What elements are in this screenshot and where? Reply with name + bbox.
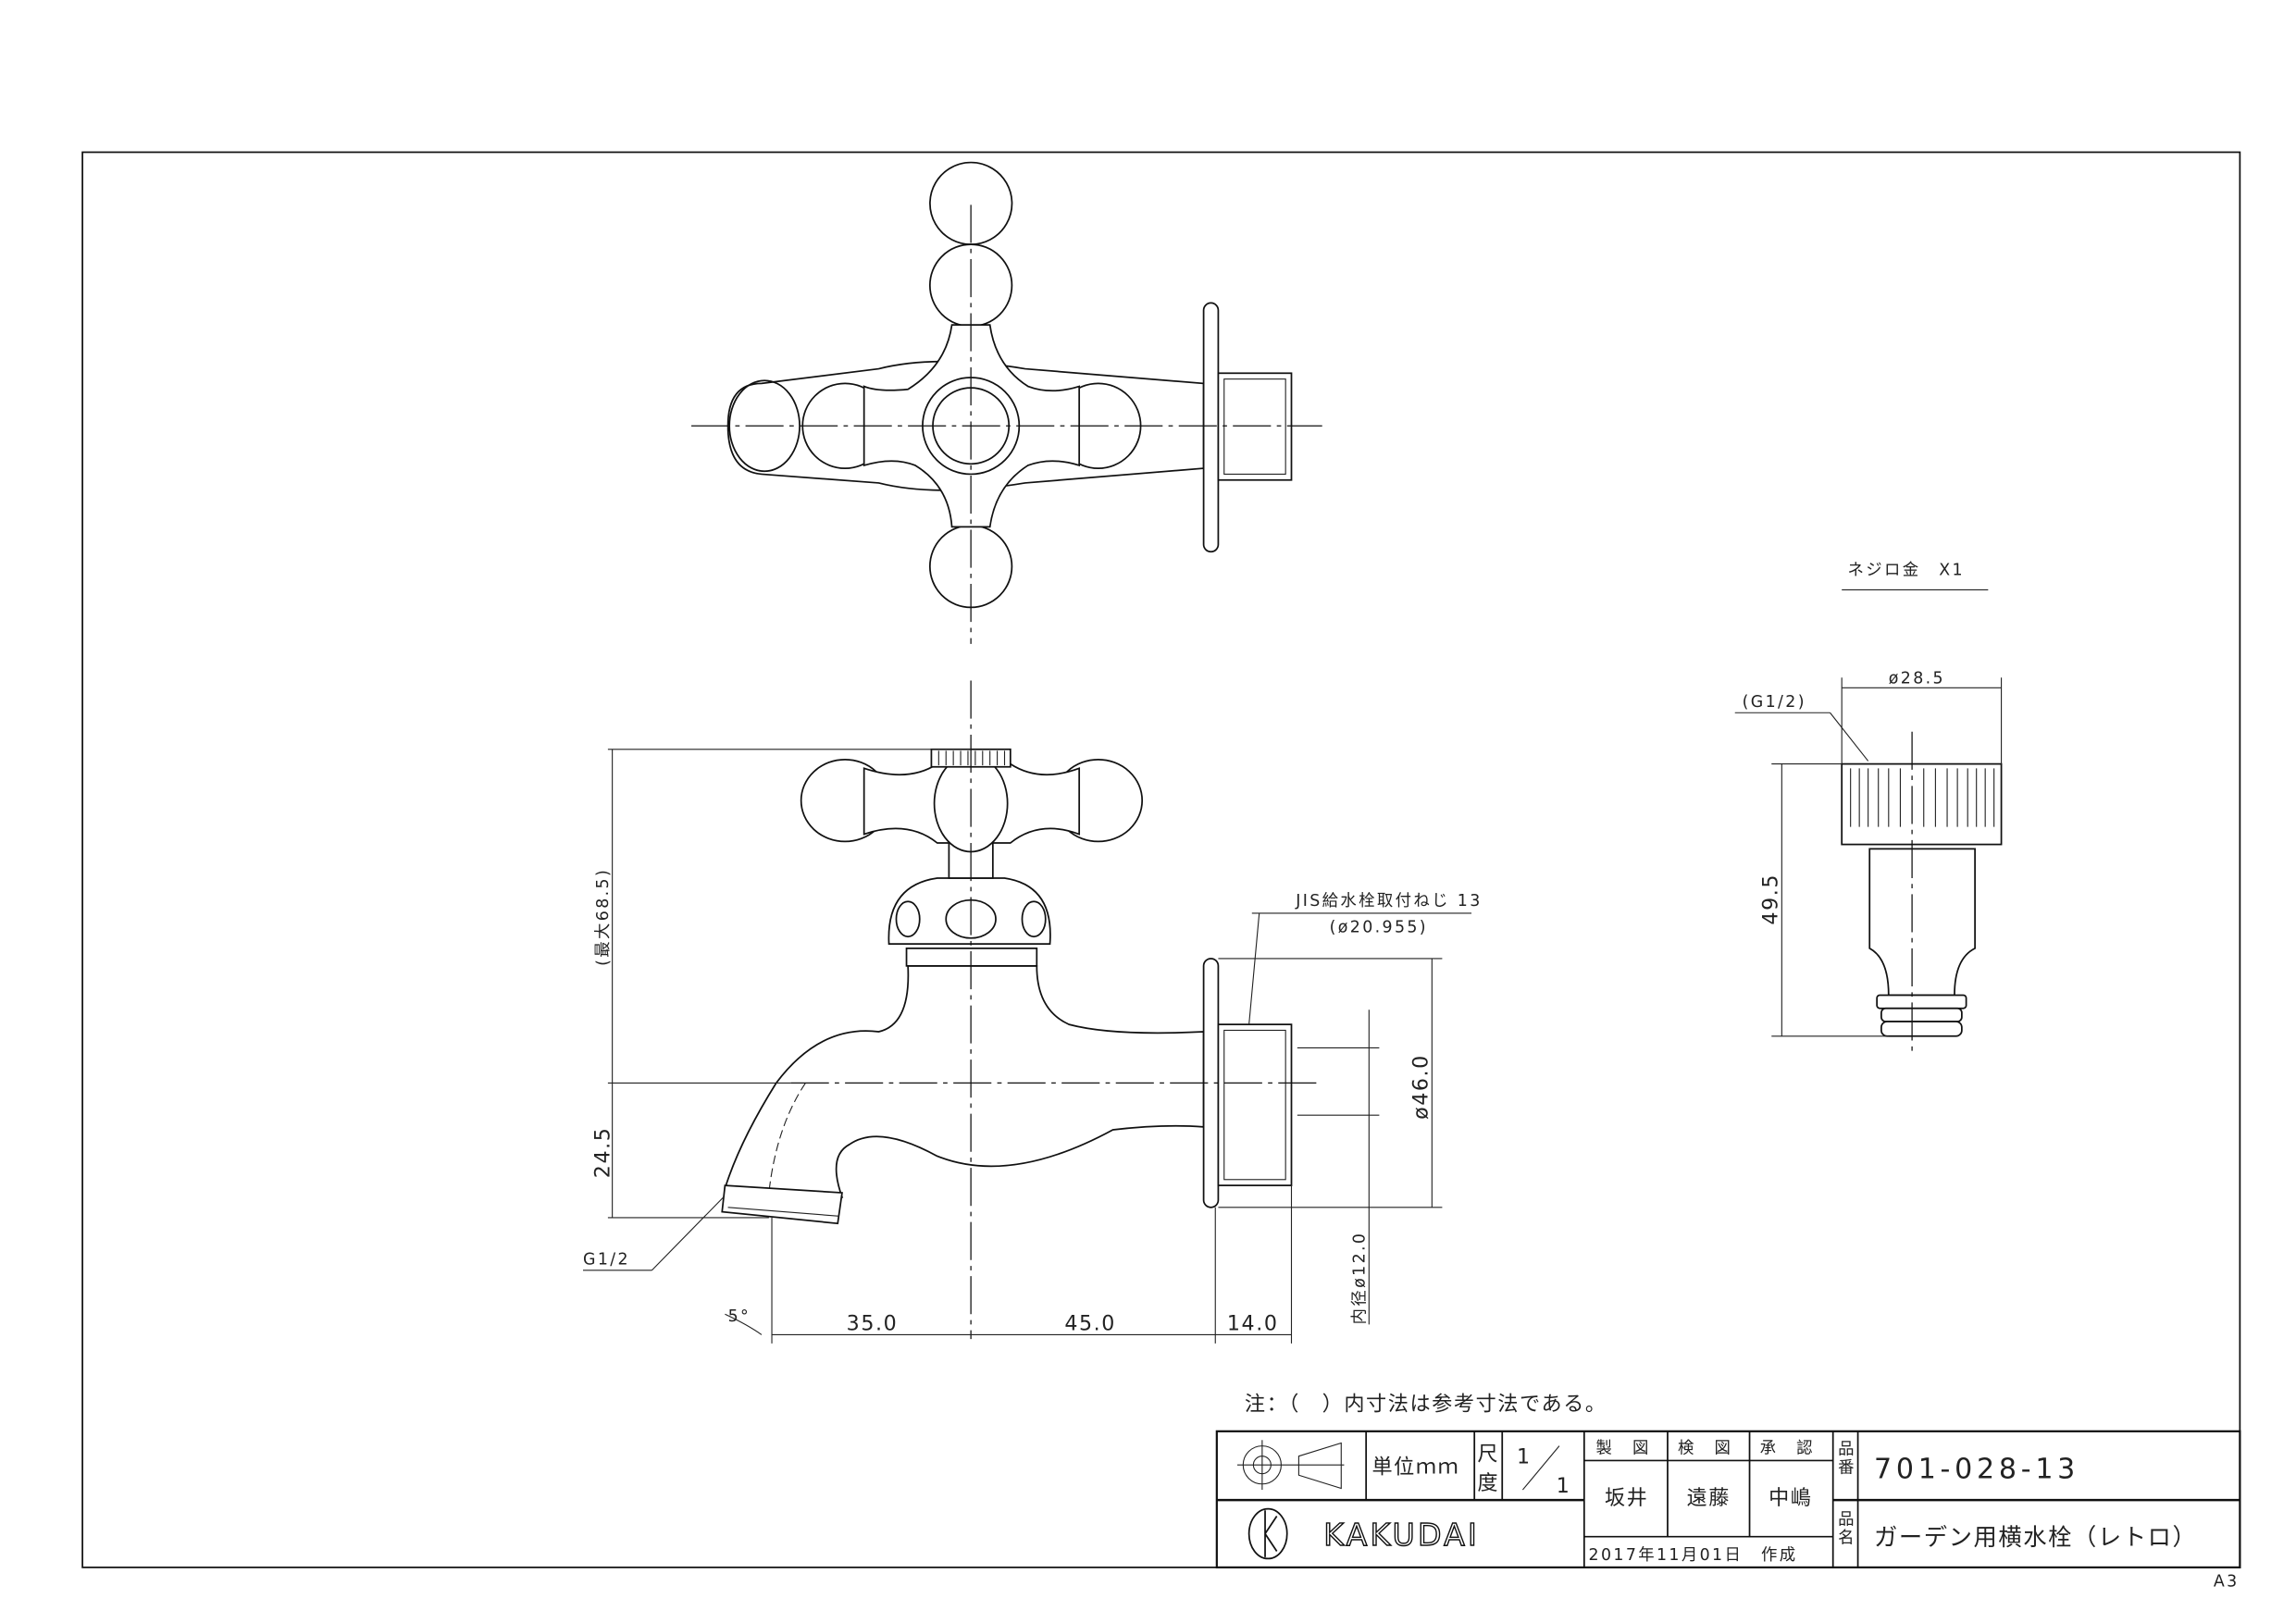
- scale-numerator: 1: [1517, 1445, 1532, 1469]
- drawing-note: 注：（ ）内寸法は参考寸法である。: [1245, 1393, 1607, 1417]
- drafted-by: 坂井: [1605, 1486, 1648, 1510]
- checked-by: 遠藤: [1687, 1486, 1731, 1510]
- title-block: 単位ｍｍ 尺 度 1 1 製 図 検 図 承 認 坂井 遠藤 中嶋 2017年1…: [1215, 1430, 2241, 1569]
- dim-angle: 5°: [728, 1307, 751, 1326]
- faucet-side-view: [721, 680, 1322, 1340]
- dim-acc-thread: (G1/2): [1743, 693, 1806, 712]
- drafted-label: 製 図: [1595, 1440, 1650, 1458]
- faucet-top-view: [691, 161, 1322, 644]
- checked-label: 検 図: [1678, 1440, 1732, 1458]
- approved-label: 承 認: [1760, 1440, 1815, 1458]
- unit-label: 単位ｍｍ: [1371, 1456, 1459, 1480]
- scale-label-2: 度: [1477, 1471, 1499, 1495]
- created-date: 2017年11月01日 作成: [1589, 1546, 1798, 1565]
- dim-spout-thread: G1/2: [583, 1251, 630, 1270]
- dim-spout-drop: 24.5: [590, 1127, 614, 1179]
- svg-text:KAKUDAI: KAKUDAI: [1323, 1517, 1480, 1553]
- dim-len-a: 35.0: [847, 1312, 899, 1336]
- part-name: ガーデン用横水栓（レトロ）: [1874, 1524, 2197, 1551]
- drawing-frame: [81, 151, 2241, 1568]
- scale-label-1: 尺: [1477, 1442, 1499, 1466]
- dim-mount-thread: JIS給水栓取付ねじ 13: [1295, 892, 1482, 911]
- part-no-label: 品番: [1835, 1440, 1854, 1477]
- dim-inner-dia: 内径ø12.0: [1351, 1232, 1370, 1325]
- approved-by: 中嶋: [1769, 1486, 1812, 1510]
- dim-len-c: 14.0: [1227, 1312, 1279, 1336]
- dim-len-b: 45.0: [1064, 1312, 1116, 1336]
- dim-max-height: (最大68.5): [594, 868, 613, 966]
- accessory-view: ネジロ金 X1 ø28.5 (G1/2) 49.5: [1734, 562, 2003, 1051]
- dim-mount-thread-dia: (ø20.955): [1330, 918, 1428, 936]
- part-number: 701-028-13: [1874, 1453, 2079, 1485]
- kakudai-logo: KAKUDAI: [1247, 1507, 1480, 1560]
- part-name-label: 品名: [1835, 1510, 1854, 1547]
- scale-denominator: 1: [1557, 1474, 1571, 1498]
- accessory-title: ネジロ金 X1: [1848, 562, 1965, 580]
- dim-acc-length: 49.5: [1759, 873, 1783, 925]
- dim-acc-dia: ø28.5: [1889, 670, 1945, 688]
- dim-flange-dia: ø46.0: [1409, 1054, 1433, 1120]
- sheet-size: A3: [2214, 1572, 2240, 1591]
- side-view-dimensions: [583, 749, 1472, 1344]
- projection-symbol-icon: [1236, 1440, 1345, 1491]
